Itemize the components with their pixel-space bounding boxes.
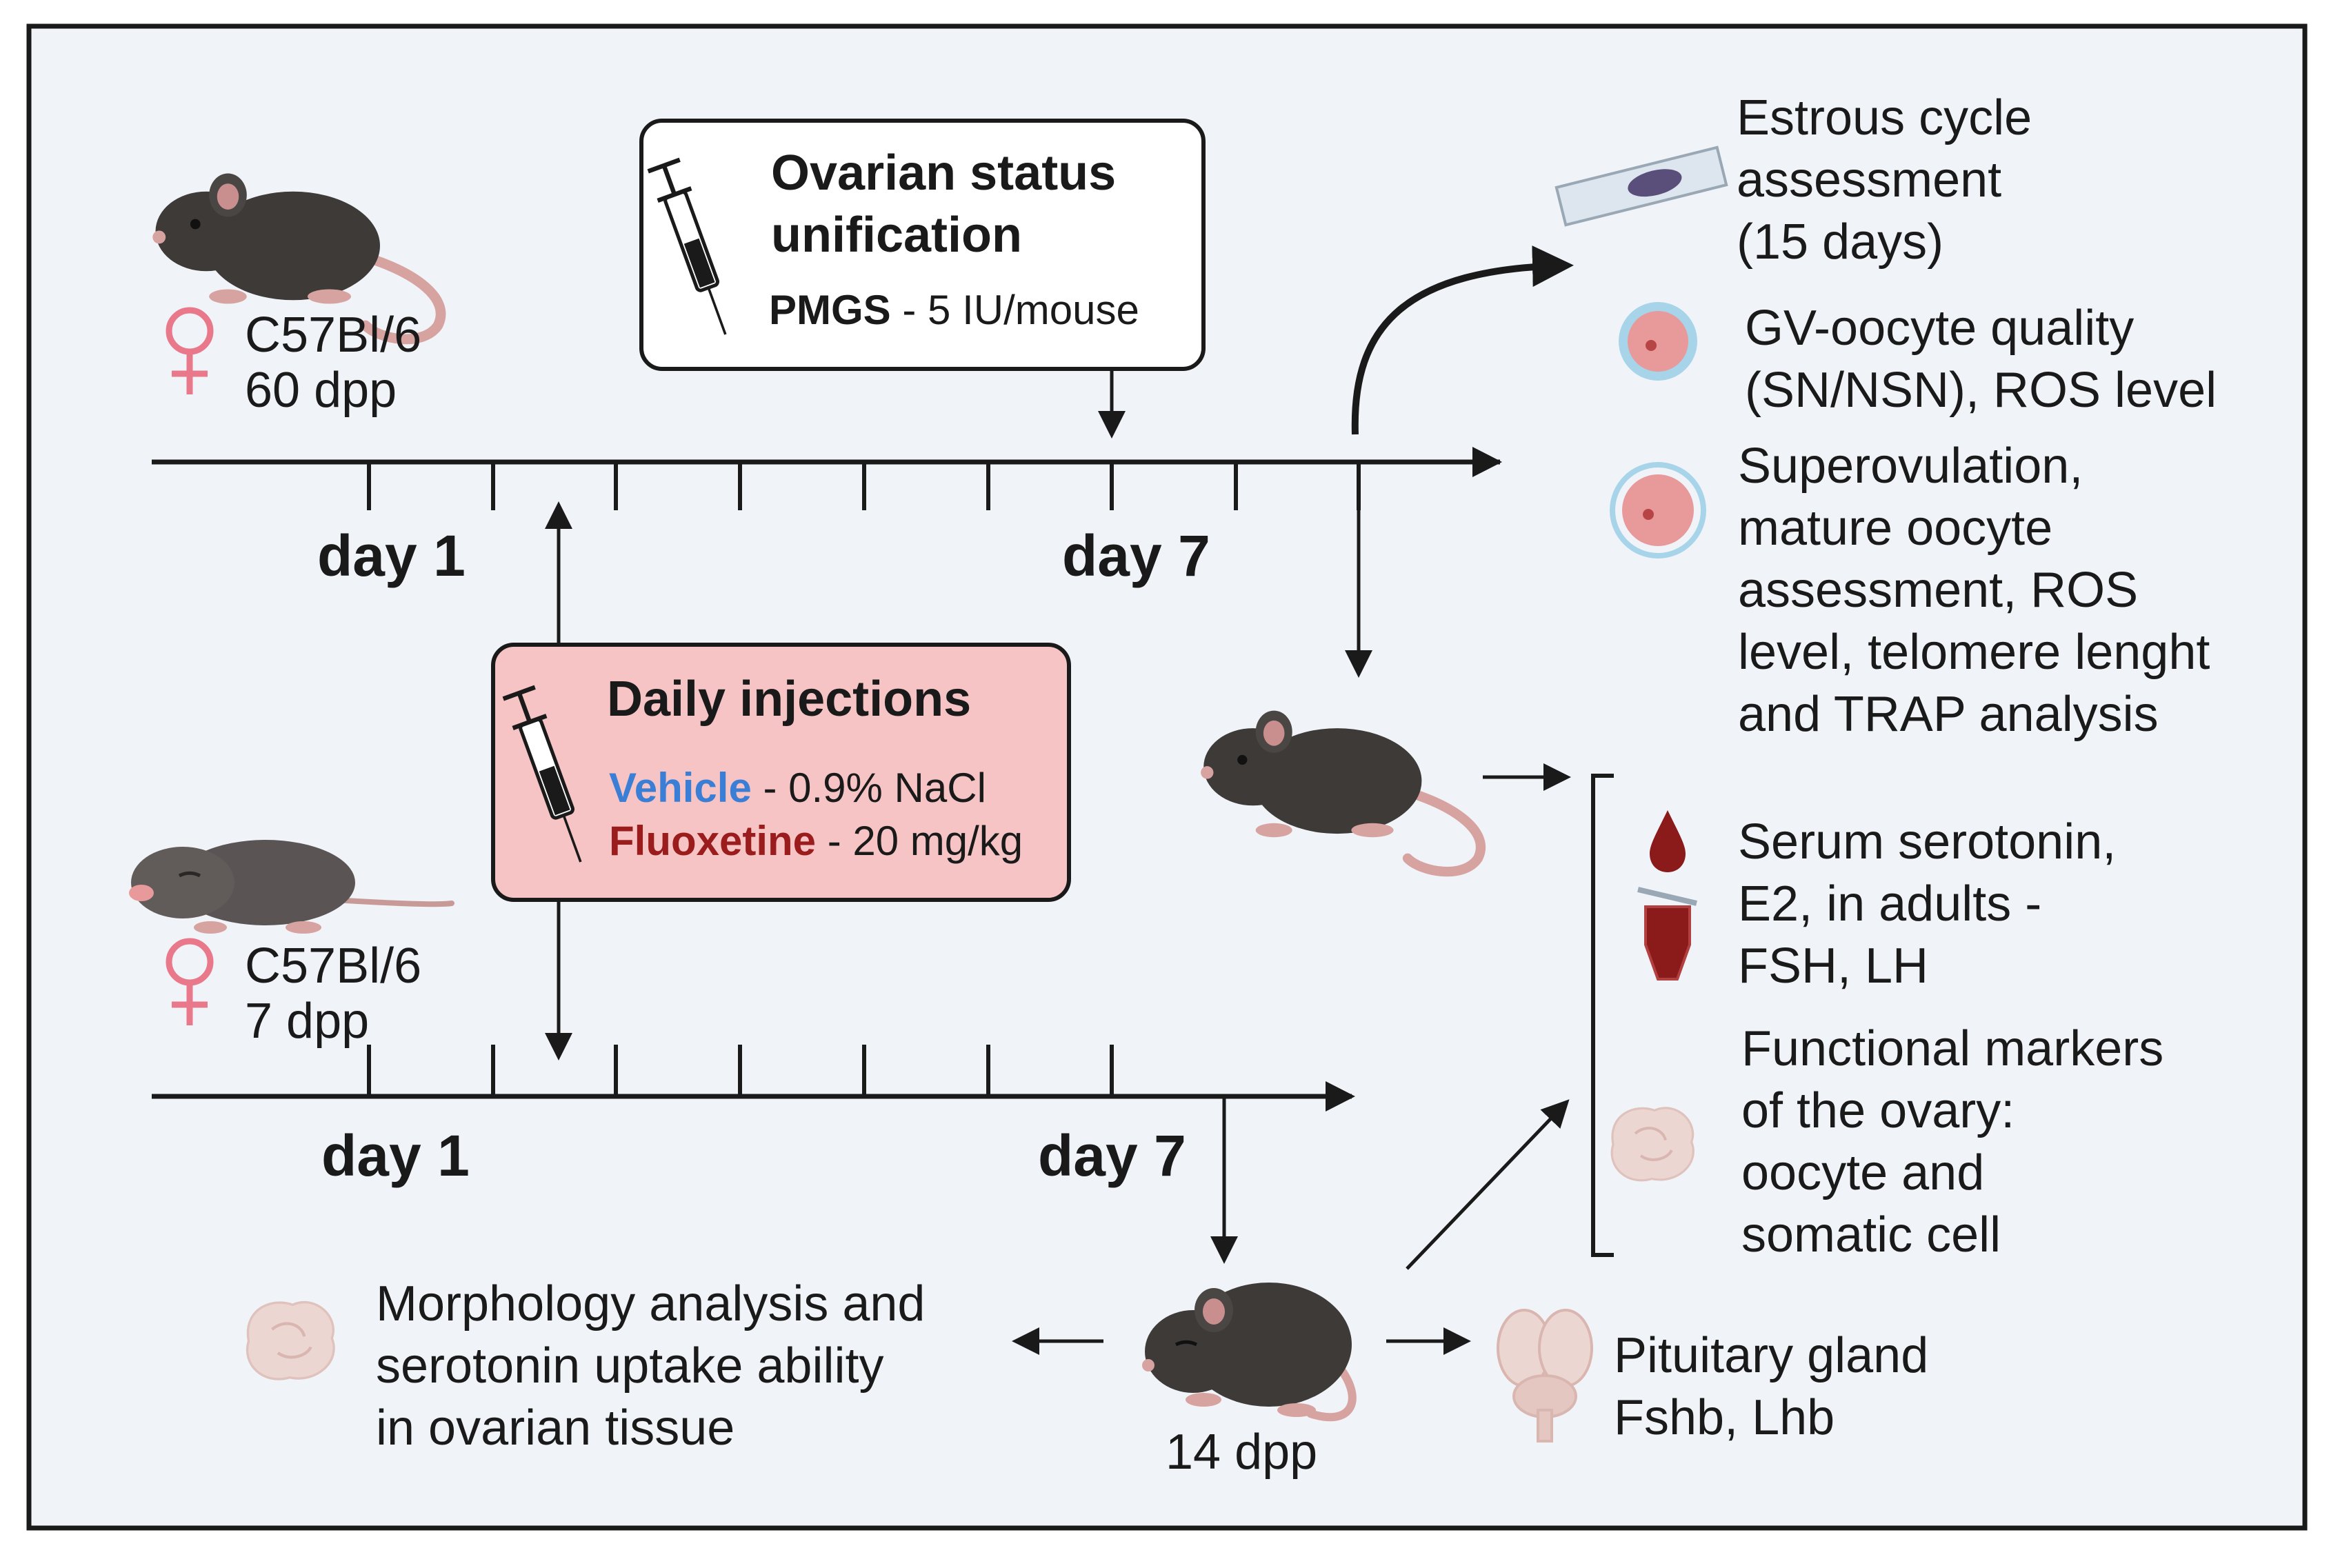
superovulation-line3: assessment, ROS	[1738, 563, 2138, 618]
functional-line4: somatic cell	[1741, 1207, 2001, 1263]
ovarian-box-title-line2: unification	[771, 208, 1022, 263]
pup-mouse-icon	[129, 840, 454, 934]
ovarian-box-drug: PMGS	[769, 287, 891, 333]
functional-line2: of the ovary:	[1741, 1083, 2015, 1138]
blood-tube-icon	[1637, 887, 1697, 981]
pituitary-brain-icon	[1497, 1309, 1593, 1443]
timeline-bottom	[152, 1045, 1355, 1264]
oocyte-icon	[1619, 302, 1697, 381]
adult-age: 60 dpp	[245, 363, 397, 418]
fluoxetine-label: Fluoxetine	[609, 818, 816, 864]
pup-strain: C57Bl/6	[245, 938, 421, 994]
gv-oocyte-line2: (SN/NSN), ROS level	[1745, 363, 2217, 418]
adult-strain: C57Bl/6	[245, 308, 421, 363]
timeline-bottom-end-label: day 7	[1038, 1123, 1186, 1188]
timeline-bottom-start-label: day 1	[321, 1123, 470, 1188]
serum-line1: Serum serotonin,	[1738, 814, 2116, 870]
functional-line1: Functional markers	[1741, 1021, 2163, 1076]
ovary-icon	[248, 1303, 334, 1380]
morphology-line1: Morphology analysis and	[376, 1276, 925, 1331]
ovarian-box-title-line1: Ovarian status	[771, 145, 1116, 201]
to-bracket-arrow	[1406, 1099, 1570, 1270]
mature-oocyte-icon	[1610, 462, 1706, 559]
pituitary-line1: Pituitary gland	[1614, 1328, 1928, 1383]
superovulation-line1: Superovulation,	[1738, 439, 2083, 494]
serum-line2: E2, in adults -	[1738, 876, 2041, 932]
pituitary-line2: Fshb, Lhb	[1614, 1390, 1835, 1445]
pup-age: 7 dpp	[245, 994, 369, 1049]
timeline-top-start-label: day 1	[317, 523, 466, 588]
timeline-top-end-label: day 7	[1062, 523, 1210, 588]
timeline-top	[152, 447, 1502, 510]
fluoxetine-line: Fluoxetine - 20 mg/kg	[609, 818, 1023, 864]
vehicle-label: Vehicle	[609, 765, 752, 811]
gv-oocyte-line1: GV-oocyte quality	[1745, 301, 2134, 356]
superovulation-line4: level, telomere lenght	[1738, 625, 2210, 680]
estrous-line1: Estrous cycle	[1737, 90, 2032, 145]
juvenile-age: 14 dpp	[1166, 1425, 1317, 1480]
blood-drop-icon	[1650, 810, 1686, 872]
superovulation-line2: mature oocyte	[1738, 501, 2052, 556]
daily-injections-box	[491, 643, 1071, 902]
injection-box-title: Daily injections	[607, 672, 971, 727]
estrous-line3: (15 days)	[1737, 214, 1943, 270]
ovarian-box-dose-value: - 5 IU/mouse	[891, 287, 1139, 333]
ovary-icon	[1612, 1108, 1693, 1180]
ovarian-box-dose: PMGS - 5 IU/mouse	[769, 287, 1139, 333]
estrous-line2: assessment	[1737, 152, 2001, 208]
serum-line3: FSH, LH	[1738, 938, 1928, 994]
morphology-line3: in ovarian tissue	[376, 1400, 734, 1456]
estrous-arrow	[1351, 245, 1574, 435]
vehicle-line: Vehicle - 0.9% NaCl	[609, 765, 986, 811]
morphology-line2: serotonin uptake ability	[376, 1338, 883, 1394]
superovulation-line5: and TRAP analysis	[1738, 687, 2159, 742]
microscope-slide-icon	[1555, 145, 1728, 227]
ovarian-status-box	[639, 119, 1206, 371]
fluoxetine-dose: - 20 mg/kg	[816, 818, 1023, 864]
juvenile-mouse-icon	[1142, 1283, 1357, 1422]
outcomes-bracket	[1591, 774, 1614, 1257]
vehicle-dose: - 0.9% NaCl	[752, 765, 986, 811]
functional-line3: oocyte and	[1741, 1145, 1984, 1200]
